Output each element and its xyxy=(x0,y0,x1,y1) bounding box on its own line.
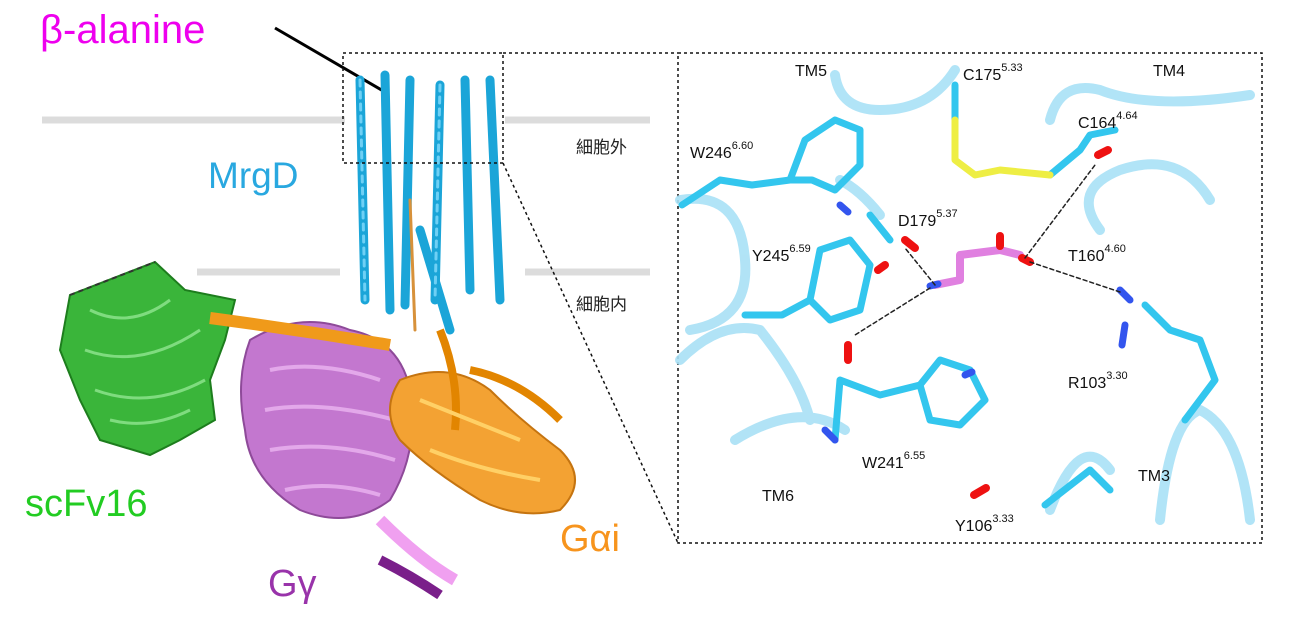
residue-label-c175: C1755.33 xyxy=(963,62,1023,84)
residue-label-r103: R1033.30 xyxy=(1068,370,1128,392)
scfv16-structure xyxy=(58,260,237,457)
residue-label-w241: W2416.55 xyxy=(862,450,926,472)
helix-label-tm5: TM5 xyxy=(795,63,827,80)
binding-pocket xyxy=(675,65,1255,525)
helix-label-tm6: TM6 xyxy=(762,488,794,505)
residue-label-y245: Y2456.59 xyxy=(752,243,811,265)
ligand-label: β-alanine xyxy=(40,8,206,52)
helix-label-tm3: TM3 xyxy=(1138,468,1170,485)
g-alpha-i-structure xyxy=(209,312,576,515)
g-beta-gamma-structure xyxy=(240,321,459,600)
binding-pocket-panel-border xyxy=(677,52,1263,544)
residue-label-w246: W2466.60 xyxy=(690,140,754,162)
residue-label-d179: D1795.37 xyxy=(898,208,958,230)
residue-label-y106: Y1063.33 xyxy=(955,513,1014,535)
residue-label-t160: T1604.60 xyxy=(1068,243,1126,265)
mrgd-structure xyxy=(355,70,505,335)
intracellular-label: 細胞内 xyxy=(576,295,627,315)
ligand-pointer-line xyxy=(274,26,386,94)
g-alpha-i-label: Gαi xyxy=(560,518,620,560)
zoom-indicator xyxy=(342,52,1263,544)
receptor-label: MrgD xyxy=(208,155,299,196)
helix-label-tm4: TM4 xyxy=(1153,63,1185,80)
extracellular-label: 細胞外 xyxy=(576,138,627,158)
g-gamma-label: Gγ xyxy=(268,563,317,605)
hydrogen-bonds xyxy=(854,164,1121,336)
membrane-boundaries xyxy=(42,116,650,276)
scfv16-label: scFv16 xyxy=(25,483,148,525)
residue-label-c164: C1644.64 xyxy=(1078,110,1138,132)
